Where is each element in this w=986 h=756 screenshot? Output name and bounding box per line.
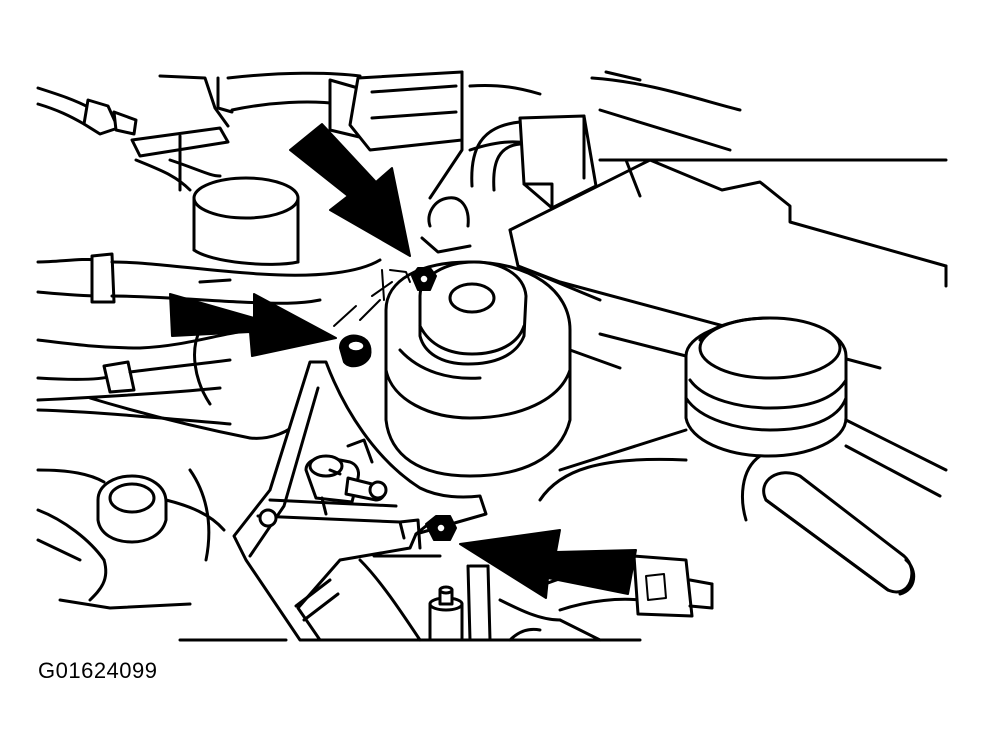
bracket-sensor [306, 440, 386, 514]
left-hose-bundle [38, 254, 380, 438]
figure-id-label: G01624099 [38, 658, 158, 683]
engine-cover-plate [510, 160, 946, 368]
lower-studs [430, 566, 560, 640]
upper-hose-bend [472, 116, 596, 208]
support-bracket [234, 362, 486, 640]
upper-left-hose [38, 88, 228, 190]
right-lower-body [540, 334, 946, 520]
arrow-right [460, 530, 636, 598]
reservoir-upper-hose [422, 198, 470, 252]
bracket-lower-arm [296, 556, 440, 640]
lower-left-port [38, 470, 224, 608]
right-cylinder-cap [686, 318, 846, 456]
right-capped-tube [764, 473, 914, 594]
arrow-left [170, 294, 336, 356]
left-nut [340, 336, 371, 367]
arrow-upper [290, 124, 410, 256]
lower-right-hose [540, 556, 712, 616]
lower-edge-lines [180, 620, 640, 640]
left-filler-neck [170, 136, 298, 264]
bracket-nut [416, 516, 456, 540]
retaining-strap [334, 270, 410, 326]
upper-nut [412, 268, 436, 290]
reservoir-cap [420, 262, 526, 364]
